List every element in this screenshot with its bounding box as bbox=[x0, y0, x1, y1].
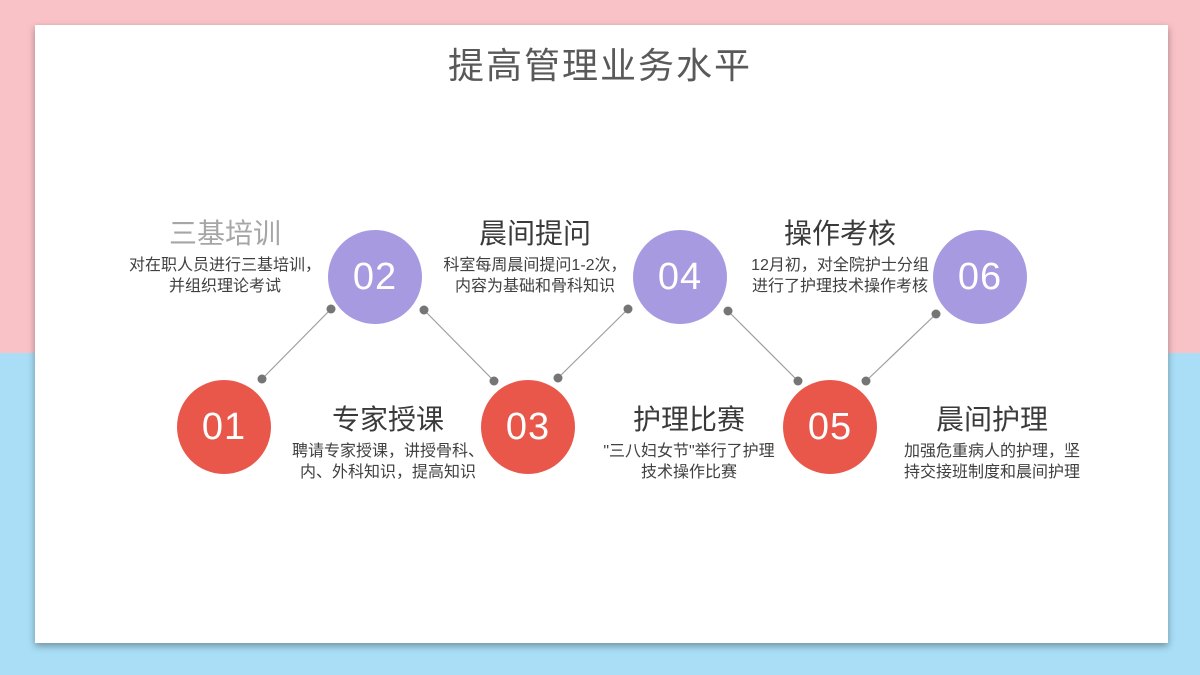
label-title: 操作考核 bbox=[783, 218, 896, 249]
label-desc: "三八妇女节"举行了护理 技术操作比赛 bbox=[603, 443, 775, 481]
label-desc: 聘请专家授课，讲授骨科、 内、外科知识，提高知识 bbox=[291, 443, 484, 481]
step-circle-03: 03 bbox=[481, 380, 575, 474]
label-block-chenjian-huli: 晨间护理 加强危重病人的护理，坚 持交接班制度和晨间护理 bbox=[832, 404, 1152, 483]
label-block-chenjian-tiwen: 晨间提问 科室每周晨间提问1-2次， 内容为基础和骨科知识 bbox=[375, 218, 695, 297]
label-block-caozuo-kaohe: 操作考核 12月初，对全院护士分组 进行了护理技术操作考核 bbox=[680, 218, 1000, 297]
step-number: 02 bbox=[352, 255, 398, 298]
label-block-zhuanjia-shouke: 专家授课 聘请专家授课，讲授骨科、 内、外科知识，提高知识 bbox=[228, 404, 548, 483]
slide-title: 提高管理业务水平 bbox=[447, 45, 752, 86]
label-block-sanji-peixun: 三基培训 对在职人员进行三基培训， 并组织理论考试 bbox=[65, 218, 385, 297]
step-circle-02: 02 bbox=[328, 230, 422, 324]
label-desc: 加强危重病人的护理，坚 持交接班制度和晨间护理 bbox=[903, 443, 1080, 481]
label-title: 晨间提问 bbox=[478, 218, 591, 249]
label-desc: 12月初，对全院护士分组 进行了护理技术操作考核 bbox=[751, 257, 929, 295]
label-desc: 科室每周晨间提问1-2次， 内容为基础和骨科知识 bbox=[443, 257, 627, 295]
step-circle-05: 05 bbox=[783, 380, 877, 474]
step-number: 06 bbox=[957, 255, 1003, 298]
label-desc: 对在职人员进行三基培训， 并组织理论考试 bbox=[128, 257, 321, 295]
step-number: 01 bbox=[201, 405, 247, 448]
step-number: 05 bbox=[807, 405, 853, 448]
step-number: 03 bbox=[505, 405, 551, 448]
label-title: 护理比赛 bbox=[632, 404, 745, 435]
label-block-huli-bisai: 护理比赛 "三八妇女节"举行了护理 技术操作比赛 bbox=[529, 404, 849, 483]
label-title: 晨间护理 bbox=[935, 404, 1048, 435]
step-circle-04: 04 bbox=[633, 230, 727, 324]
content-card bbox=[35, 25, 1168, 643]
step-number: 04 bbox=[657, 255, 703, 298]
step-circle-06: 06 bbox=[933, 230, 1027, 324]
label-title: 专家授课 bbox=[331, 404, 444, 435]
step-circle-01: 01 bbox=[177, 380, 271, 474]
label-title: 三基培训 bbox=[168, 218, 281, 249]
